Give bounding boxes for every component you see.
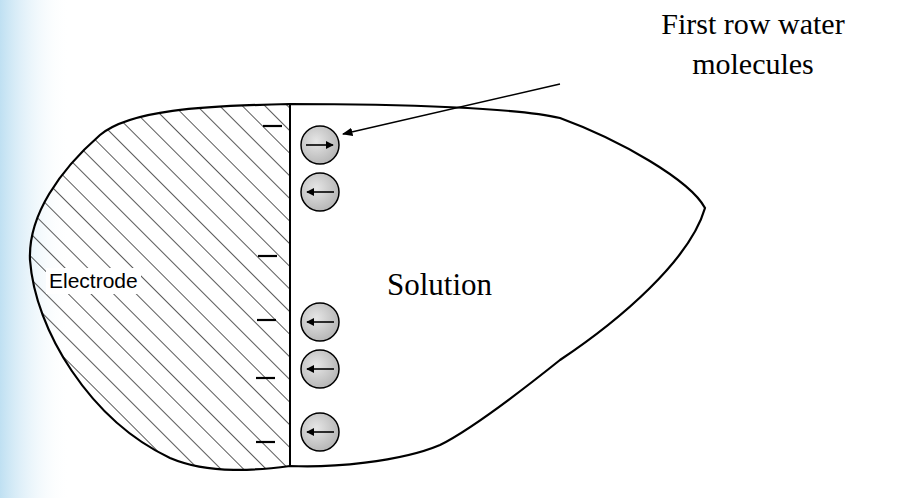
negative-charges (256, 126, 282, 442)
region-label: Solution (384, 266, 495, 304)
callout-label: First row water molecules (600, 4, 906, 84)
region-outline (30, 104, 705, 470)
leader-line (343, 84, 560, 134)
water-molecules (301, 126, 339, 451)
region-label: Electrode (46, 268, 141, 294)
interface-line (289, 104, 291, 466)
electrode-hatching (0, 0, 290, 498)
